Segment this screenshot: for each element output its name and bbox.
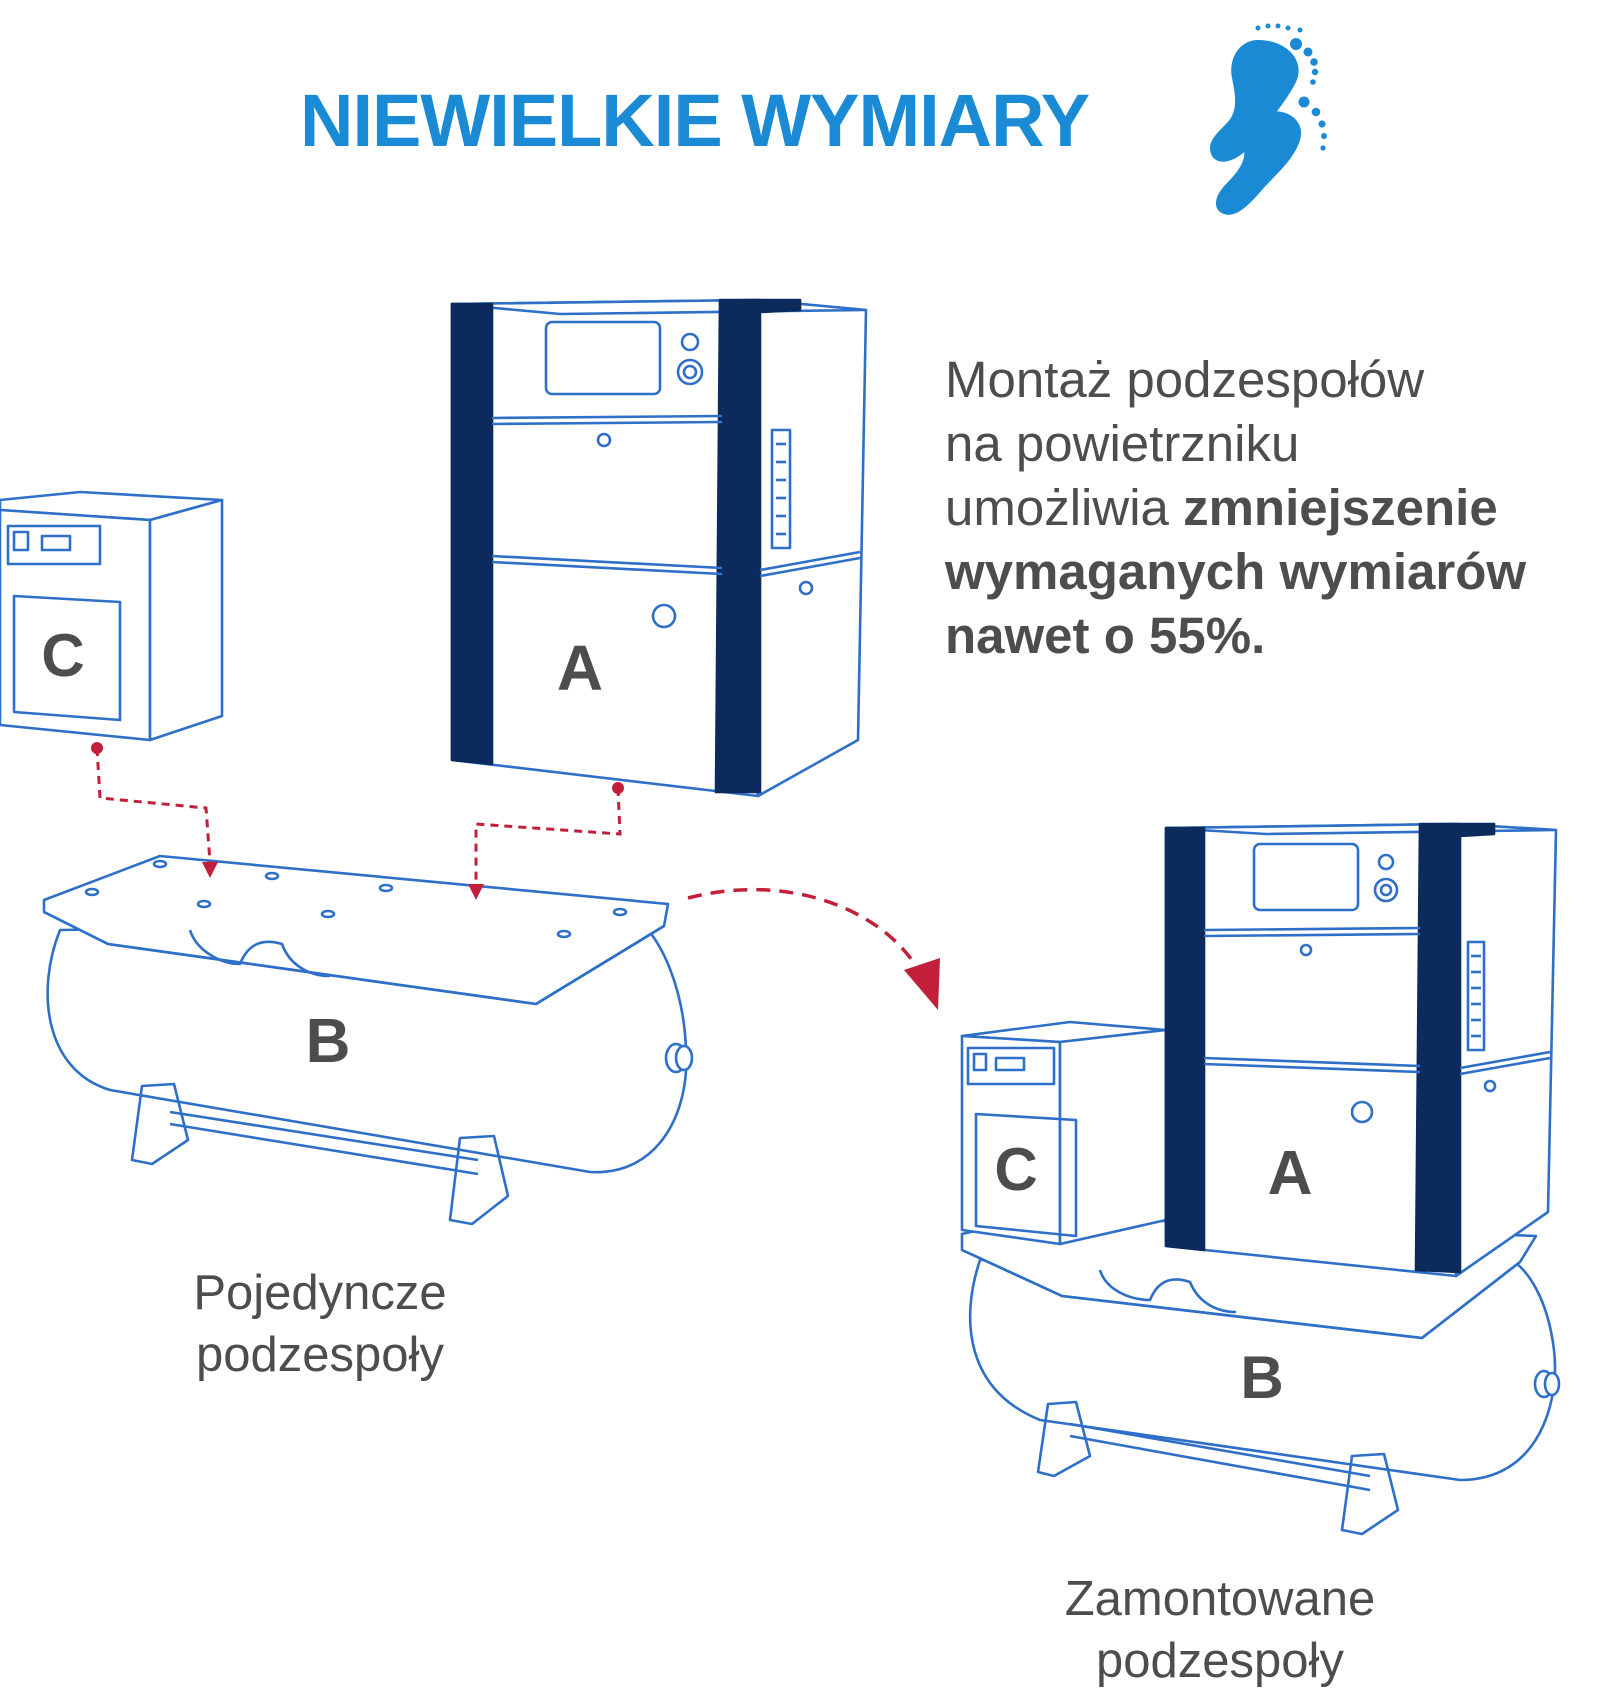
connector-c-to-b (95, 747, 212, 863)
page-title: NIEWIELKIE WYMIARY (300, 79, 1090, 162)
arrow-icon (687, 887, 918, 967)
description-text: Montaż podzespołów na powietrzniku umożl… (945, 348, 1595, 668)
arrow-icon-head (904, 958, 940, 1010)
connector-c-arrowhead (202, 862, 218, 878)
description-line-1: Montaż podzespołów (945, 351, 1425, 408)
description-line-3-bold: zmniejszenie (1183, 479, 1498, 536)
connector-a-dot (612, 782, 624, 794)
caption-separate-line-2: podzespoły (196, 1328, 444, 1382)
connector-a-arrowhead (468, 884, 484, 900)
tank-unit-b-left (42, 854, 694, 1226)
caption-separate-components: Pojedyncze podzespoły (140, 1262, 500, 1386)
dryer-unit-c-left (0, 490, 224, 742)
label-c-assembled: C (994, 1136, 1037, 1203)
label-b-assembled: B (1240, 1344, 1283, 1411)
footprint-dots (1255, 23, 1303, 33)
compressor-unit-a-assembled (1164, 822, 1558, 1278)
description-line-5-bold: nawet o 55%. (945, 607, 1266, 664)
label-b-left: B (306, 1007, 351, 1076)
description-line-3: umożliwia zmniejszenie (945, 476, 1595, 540)
label-a-top: A (557, 632, 603, 704)
connector-a-to-b (474, 787, 622, 882)
label-a-assembled: A (1268, 1139, 1313, 1208)
caption-assembled-components: Zamontowane podzespoły (1010, 1568, 1430, 1692)
description-line-4: wymaganych wymiarów (945, 540, 1595, 604)
description-line-5: nawet o 55%. (945, 604, 1595, 668)
description-line-4-bold: wymaganych wymiarów (945, 543, 1527, 600)
dryer-unit-c-assembled (960, 1020, 1168, 1246)
caption-assembled-line-1: Zamontowane (1064, 1572, 1376, 1626)
compressor-unit-a-top (450, 298, 868, 798)
caption-separate-line-1: Pojedyncze (193, 1266, 447, 1320)
connector-c-dot (91, 742, 103, 754)
label-c-left: C (41, 622, 84, 689)
caption-assembled-line-2: podzespoły (1096, 1634, 1344, 1688)
footprints-icon (1209, 38, 1327, 215)
description-line-3-regular: umożliwia (945, 479, 1184, 536)
description-line-2: na powietrzniku (945, 415, 1300, 472)
